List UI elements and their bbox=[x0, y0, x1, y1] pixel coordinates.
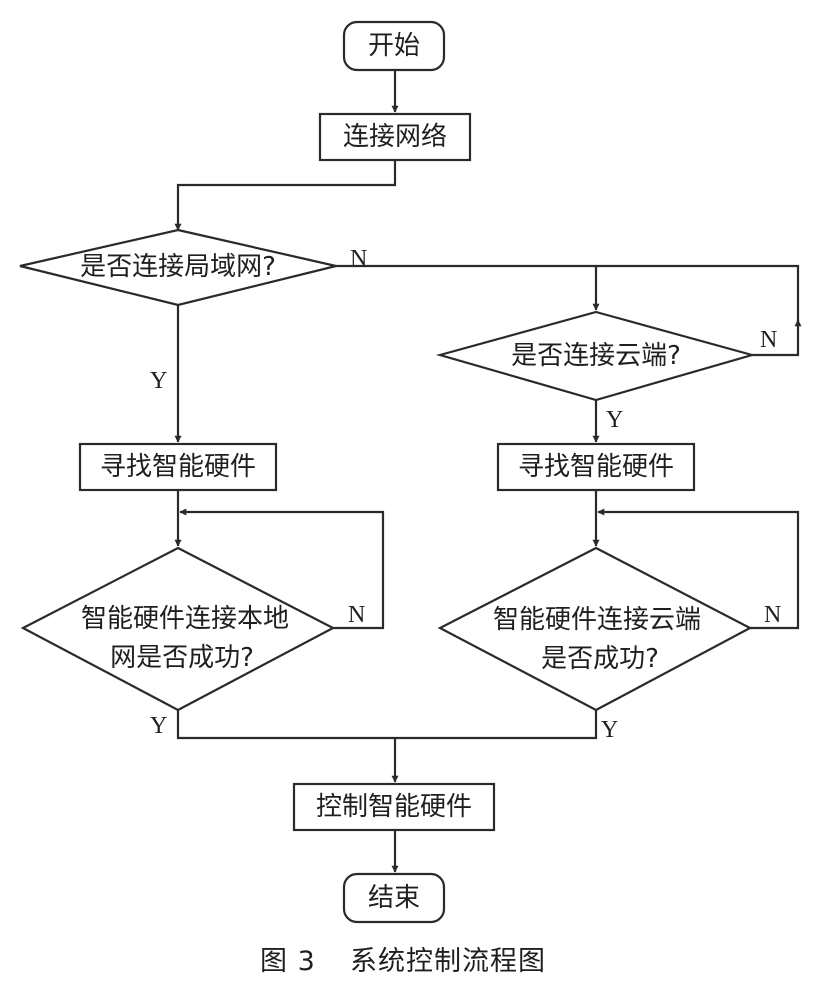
line-merge-yes bbox=[176, 710, 598, 740]
decision-hardware-cloud-line2: 是否成功? bbox=[541, 644, 659, 674]
figure-title: 系统控制流程图 bbox=[350, 946, 546, 977]
connect-network-label: 连接网络 bbox=[343, 122, 447, 152]
label-lan-no: N bbox=[350, 246, 367, 272]
arrow-lan-no-to-cloud-question bbox=[336, 264, 600, 311]
decision-hardware-cloud-line1: 智能硬件连接云端 bbox=[493, 605, 701, 635]
arrow-connect-to-lan-question bbox=[174, 160, 397, 231]
control-hardware-label: 控制智能硬件 bbox=[316, 792, 472, 822]
decision-hardware-lan: 智能硬件连接本地 网是否成功? bbox=[20, 546, 336, 712]
start-label: 开始 bbox=[368, 31, 420, 61]
label-hw-lan-yes: Y bbox=[150, 713, 167, 739]
find-hardware-lan-label: 寻找智能硬件 bbox=[100, 452, 256, 482]
decision-hardware-lan-line2: 网是否成功? bbox=[110, 643, 254, 673]
find-hardware-lan-node: 寻找智能硬件 bbox=[78, 442, 278, 492]
label-hw-lan-no: N bbox=[348, 602, 365, 628]
find-hardware-cloud-label: 寻找智能硬件 bbox=[518, 452, 674, 482]
label-hw-cloud-yes: Y bbox=[601, 717, 618, 743]
end-label: 结束 bbox=[368, 883, 420, 913]
label-cloud-no: N bbox=[760, 327, 777, 353]
edge-labels: N Y N Y N Y N Y bbox=[150, 246, 781, 743]
arrow-hw-lan-no-loop bbox=[179, 508, 385, 630]
label-hw-cloud-no: N bbox=[764, 602, 781, 628]
decision-cloud-label: 是否连接云端? bbox=[511, 341, 681, 371]
connectors bbox=[174, 70, 802, 873]
decision-lan-label: 是否连接局域网? bbox=[80, 252, 276, 282]
label-cloud-yes: Y bbox=[606, 407, 623, 433]
control-hardware-node: 控制智能硬件 bbox=[292, 782, 496, 832]
end-node: 结束 bbox=[342, 872, 446, 924]
connect-network-node: 连接网络 bbox=[318, 112, 472, 162]
line-cloud-retry-top bbox=[596, 264, 800, 323]
decision-hardware-cloud: 智能硬件连接云端 是否成功? bbox=[437, 546, 753, 712]
figure-number: 图 3 bbox=[260, 946, 316, 977]
decision-cloud: 是否连接云端? bbox=[435, 310, 757, 402]
label-lan-yes: Y bbox=[150, 368, 167, 394]
find-hardware-cloud-node: 寻找智能硬件 bbox=[496, 442, 696, 492]
start-node: 开始 bbox=[342, 20, 446, 72]
arrow-hw-cloud-no-loop bbox=[597, 508, 800, 630]
decision-hardware-lan-line1: 智能硬件连接本地 bbox=[81, 604, 289, 634]
decision-lan: 是否连接局域网? bbox=[19, 228, 337, 307]
arrow-cloud-no-retry bbox=[752, 319, 802, 357]
figure-caption: 图 3 系统控制流程图 bbox=[260, 946, 546, 977]
